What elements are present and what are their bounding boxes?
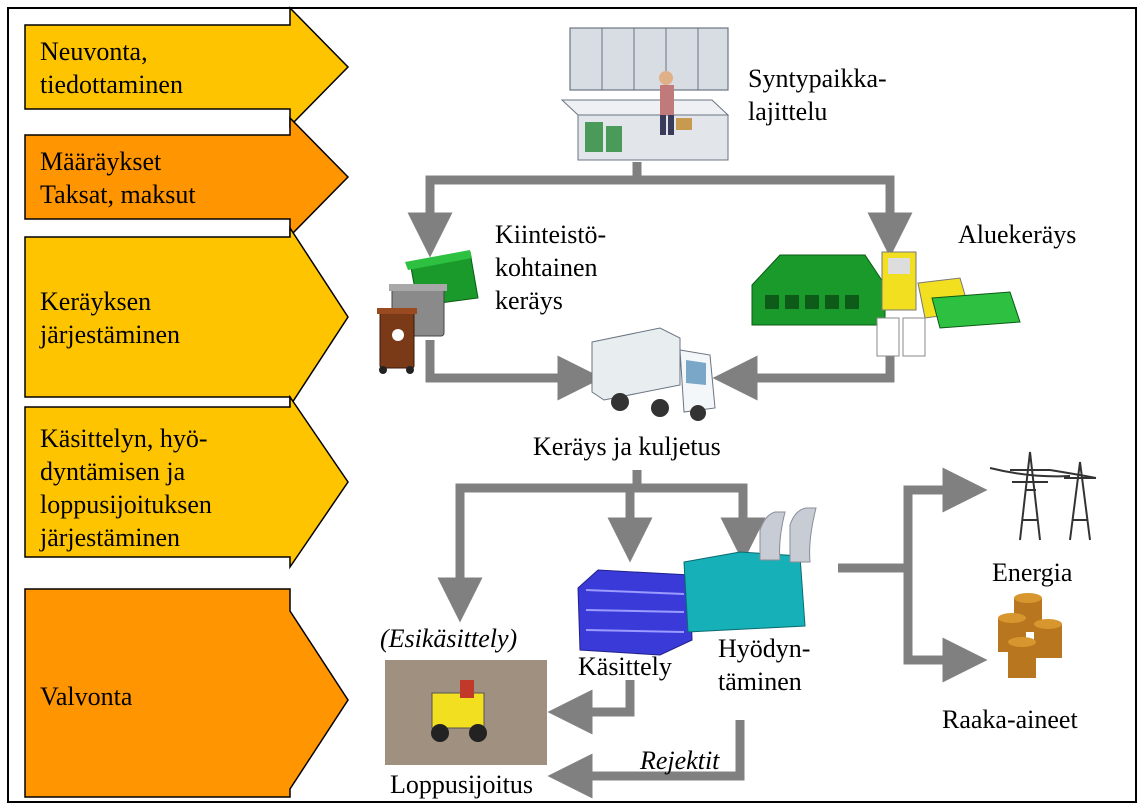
arrow-utilization-to-disposal — [547, 720, 745, 799]
arrow-property-to-truck — [425, 340, 603, 401]
barrels-illustration — [998, 593, 1062, 678]
advice-label: Neuvonta, tiedottaminen — [40, 37, 183, 99]
arrow-plant-split — [838, 467, 988, 573]
raw-materials-label: Raaka-aineet — [942, 705, 1078, 734]
supervision-label: Valvonta — [40, 682, 133, 711]
arrow-sorting-to-area — [637, 175, 913, 258]
collection-transport-label: Keräys ja kuljetus — [533, 432, 721, 461]
processing-org-arrow — [24, 394, 349, 570]
collection-org-arrow — [24, 225, 349, 409]
pretreatment-label: (Esikäsittely) — [380, 624, 518, 653]
pylon-illustration — [989, 451, 1097, 541]
truck-illustration — [591, 327, 716, 421]
rejects-label: Rejektit — [640, 746, 720, 775]
regulations-label: Määräykset Taksat, maksut — [40, 147, 196, 209]
flow-connectors — [407, 162, 988, 799]
area-collection-illustration — [751, 251, 1021, 357]
energy-label: Energia — [992, 558, 1073, 587]
source-sorting-label: Syntypaikka- lajittelu — [748, 64, 887, 126]
arrow-truck-to-treatment — [607, 470, 653, 563]
advice-arrow — [24, 6, 350, 128]
supervision-arrow — [24, 588, 349, 798]
final-disposal-label: Loppusijoitus — [390, 770, 534, 799]
regulations-arrow — [24, 116, 350, 238]
processing-org-label: Käsittelyn, hyö- dyntämisen ja loppusijo… — [40, 424, 212, 552]
landfill-illustration — [385, 660, 547, 765]
diagram-frame — [7, 7, 1137, 803]
utilization-label: Hyödyn- täminen — [718, 634, 811, 696]
area-collection-label: Aluekeräys — [958, 220, 1077, 249]
arrow-truck-to-utilization — [637, 483, 766, 563]
arrow-truck-to-disposal — [437, 483, 637, 623]
kitchen-illustration — [560, 27, 730, 161]
left-panel-arrows — [24, 6, 350, 798]
arrow-area-to-truck — [712, 350, 895, 401]
arrow-plant-to-raw — [903, 568, 988, 683]
treatment-plant-illustration — [577, 569, 693, 656]
utilization-plant-illustration — [683, 507, 817, 633]
arrow-sorting-to-property — [407, 162, 642, 258]
collection-org-label: Keräyksen järjestäminen — [40, 287, 181, 349]
treatment-label: Käsittely — [578, 652, 672, 681]
property-collection-label: Kiinteistö- kohtainen keräys — [495, 220, 607, 315]
bins-illustration — [377, 250, 479, 374]
arrow-treatment-to-disposal — [547, 680, 635, 735]
